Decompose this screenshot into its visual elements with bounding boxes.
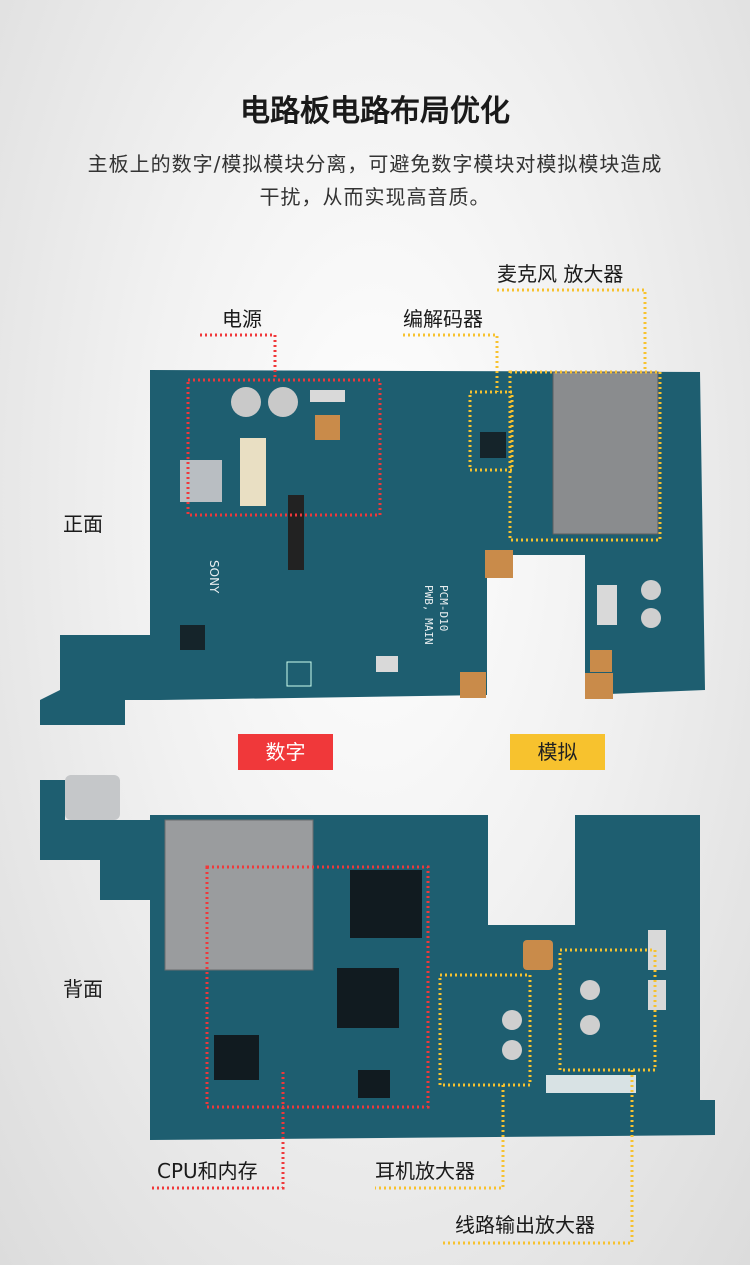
mic-amp-pointer — [497, 288, 647, 372]
subtitle-line-2: 干扰，从而实现高音质。 — [259, 185, 491, 209]
board-brand: SONY — [207, 560, 221, 594]
label-front: 正面 — [63, 512, 103, 536]
label-headphone-amp: 耳机放大器 — [375, 1159, 475, 1183]
back-board — [40, 775, 715, 1140]
subtitle-line-1: 主板上的数字/模拟模块分离，可避免数字模块对模拟模块造成 — [87, 152, 663, 176]
label-cpu-memory: CPU和内存 — [157, 1159, 258, 1183]
cpu-pointer — [152, 1072, 285, 1190]
board-name: PWB, MAIN — [422, 585, 435, 645]
tag-digital: 数字 — [238, 734, 333, 770]
label-codec: 编解码器 — [403, 307, 483, 331]
power-region — [186, 378, 382, 517]
mic-amp-region — [508, 370, 662, 542]
label-mic-amp: 麦克风 放大器 — [497, 262, 624, 286]
board-model: PCM-D10 — [437, 585, 450, 631]
cpu-region — [205, 865, 430, 1109]
label-line-out-amp: 线路输出放大器 — [455, 1213, 595, 1237]
front-board: SONY PCM-D10 PWB, MAIN — [40, 370, 705, 725]
codec-pointer — [403, 333, 499, 392]
page-title: 电路板电路布局优化 — [240, 94, 510, 129]
label-power: 电源 — [222, 307, 262, 331]
label-back: 背面 — [63, 977, 103, 1001]
power-pointer — [200, 333, 277, 380]
tag-analog: 模拟 — [510, 734, 605, 770]
line-out-region — [558, 948, 657, 1072]
line-out-pointer — [440, 1070, 634, 1245]
codec-region — [468, 390, 514, 472]
headphone-amp-region — [438, 973, 532, 1087]
